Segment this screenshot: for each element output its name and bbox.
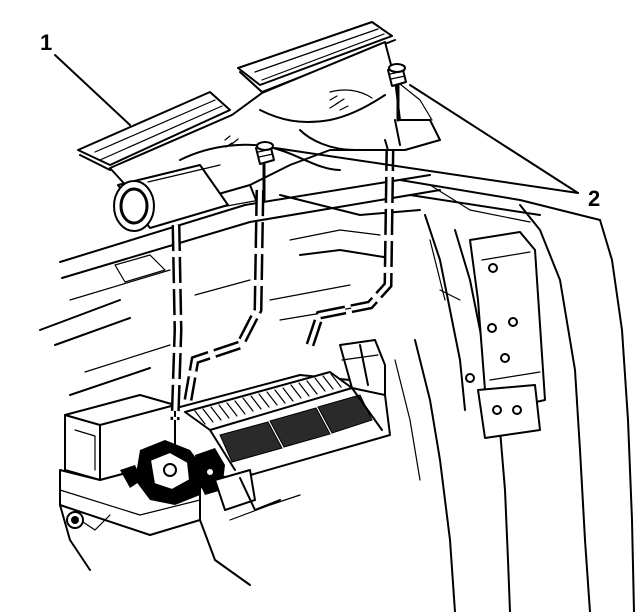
callout-1-label: 1 [40, 30, 52, 55]
hvac-module [59, 339, 391, 586]
leader-1 [54, 54, 131, 126]
body-structure [39, 174, 635, 612]
installation-guide-lines [170, 144, 395, 421]
bolt-left [255, 141, 275, 202]
callout-2-label: 2 [588, 186, 600, 211]
leader-2b [274, 147, 579, 194]
leader-2a [409, 84, 579, 194]
callout-leaders [54, 54, 579, 194]
bolt-right [387, 63, 407, 122]
floor-duct-assembly [77, 21, 441, 232]
bolts [255, 63, 407, 202]
